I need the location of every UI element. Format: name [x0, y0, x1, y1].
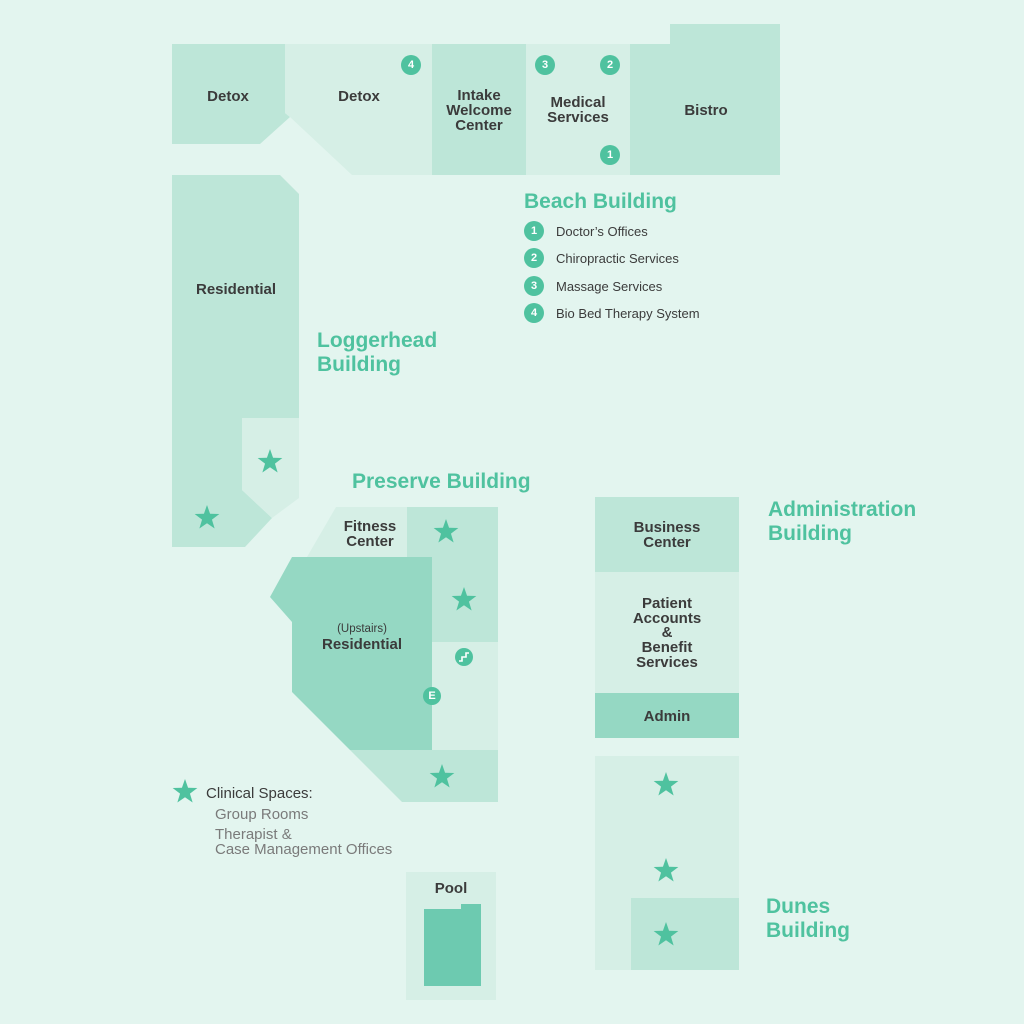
- beach-building-title: Beach Building: [524, 190, 677, 213]
- star-icon: [172, 779, 198, 803]
- bio-bed-marker-number: 4: [408, 59, 415, 71]
- loggerhead-residential-label: Residential: [196, 281, 276, 298]
- clinical-spaces-legend: Clinical Spaces: Group Rooms Therapist &…: [172, 779, 392, 858]
- intake-welcome-center-room[interactable]: [432, 44, 526, 175]
- administration-building-title-line-1: Administration: [768, 498, 916, 521]
- bio-bed-marker[interactable]: 4: [401, 55, 421, 75]
- preserve-clinical-room-bottom[interactable]: [350, 750, 498, 802]
- stairs-icon[interactable]: [455, 648, 473, 666]
- business-label-line-2: Center: [643, 534, 691, 551]
- beach-key-item-2: 2 Chiropractic Services: [524, 248, 679, 268]
- intake-label-line-3: Center: [455, 117, 503, 134]
- key-number-4: 4: [531, 307, 538, 319]
- pool-area: Pool: [406, 872, 496, 1000]
- doctor-marker-number: 1: [607, 149, 613, 161]
- key-label-3: Massage Services: [556, 279, 663, 294]
- loggerhead-building-title-line-1: Loggerhead: [317, 329, 437, 352]
- detox-label-2: Detox: [338, 88, 380, 105]
- pool-water: [424, 904, 481, 986]
- dunes-clinical-room-lower[interactable]: [631, 898, 739, 970]
- upstairs-note: (Upstairs): [337, 623, 387, 635]
- intake-label-line-2: Welcome: [446, 102, 512, 119]
- patient-accounts-label-line-1: Patient: [642, 595, 692, 612]
- key-label-2: Chiropractic Services: [556, 251, 679, 266]
- loggerhead-building-title-line-2: Building: [317, 353, 401, 376]
- massage-marker-number: 3: [542, 59, 548, 71]
- pool-label: Pool: [435, 880, 468, 897]
- key-label-4: Bio Bed Therapy System: [556, 306, 700, 321]
- patient-accounts-label-line-2: Accounts: [633, 610, 701, 627]
- fitness-center-room[interactable]: [307, 507, 407, 557]
- patient-accounts-room[interactable]: [595, 572, 739, 693]
- preserve-residential-label: Residential: [322, 636, 402, 653]
- preserve-building: Fitness Center (Upstairs) Residential E: [270, 507, 498, 802]
- detox-room-2[interactable]: [285, 44, 432, 175]
- administration-building: Business Center Patient Accounts & Benef…: [595, 497, 739, 738]
- dunes-building-title-line-2: Building: [766, 919, 850, 942]
- key-number-3: 3: [531, 280, 537, 292]
- elevator-icon[interactable]: E: [423, 687, 441, 705]
- dunes-building: [595, 756, 739, 970]
- beach-key-item-3: 3 Massage Services: [524, 276, 663, 296]
- loggerhead-clinical-room[interactable]: [242, 418, 299, 518]
- chiropractic-marker-number: 2: [607, 59, 613, 71]
- chiropractic-marker[interactable]: 2: [600, 55, 620, 75]
- business-center-room[interactable]: [595, 497, 739, 572]
- intake-label-line-1: Intake: [457, 87, 500, 104]
- beach-building: Detox Detox Intake Welcome Center Medica…: [172, 24, 780, 175]
- key-label-1: Doctor’s Offices: [556, 224, 648, 239]
- bistro-label: Bistro: [684, 102, 727, 119]
- admin-room[interactable]: [595, 693, 739, 738]
- doctor-marker[interactable]: 1: [600, 145, 620, 165]
- loggerhead-building: Residential: [172, 175, 299, 547]
- fitness-label-line-1: Fitness: [344, 518, 397, 535]
- patient-accounts-label-line-3: &: [662, 624, 673, 641]
- admin-label: Admin: [644, 708, 691, 725]
- dunes-building-title-line-1: Dunes: [766, 895, 830, 918]
- administration-building-title-line-2: Building: [768, 522, 852, 545]
- beach-key-item-4: 4 Bio Bed Therapy System: [524, 303, 700, 323]
- key-number-1: 1: [531, 225, 537, 237]
- fitness-label-line-2: Center: [346, 533, 394, 550]
- business-label-line-1: Business: [634, 519, 701, 536]
- patient-accounts-label-line-5: Services: [636, 654, 698, 671]
- beach-key-list: 1 Doctor’s Offices 2 Chiropractic Servic…: [524, 221, 700, 323]
- massage-marker[interactable]: 3: [535, 55, 555, 75]
- legend-item-therapist: Therapist &: [215, 826, 292, 843]
- bistro-room[interactable]: [630, 24, 780, 175]
- legend-title: Clinical Spaces:: [206, 785, 313, 802]
- preserve-building-title: Preserve Building: [352, 470, 531, 493]
- beach-key-item-1: 1 Doctor’s Offices: [524, 221, 648, 241]
- patient-accounts-label-line-4: Benefit: [642, 639, 693, 656]
- detox-label-1: Detox: [207, 88, 249, 105]
- elevator-marker-letter: E: [428, 690, 435, 702]
- detox-room-1[interactable]: [172, 44, 290, 144]
- key-number-2: 2: [531, 252, 537, 264]
- preserve-residential-room[interactable]: [270, 557, 432, 750]
- medical-label-line-2: Services: [547, 109, 609, 126]
- medical-label-line-1: Medical: [550, 94, 605, 111]
- legend-item-group-rooms: Group Rooms: [215, 806, 308, 823]
- legend-item-case-management: Case Management Offices: [215, 841, 392, 858]
- loggerhead-residential-room[interactable]: [172, 175, 299, 547]
